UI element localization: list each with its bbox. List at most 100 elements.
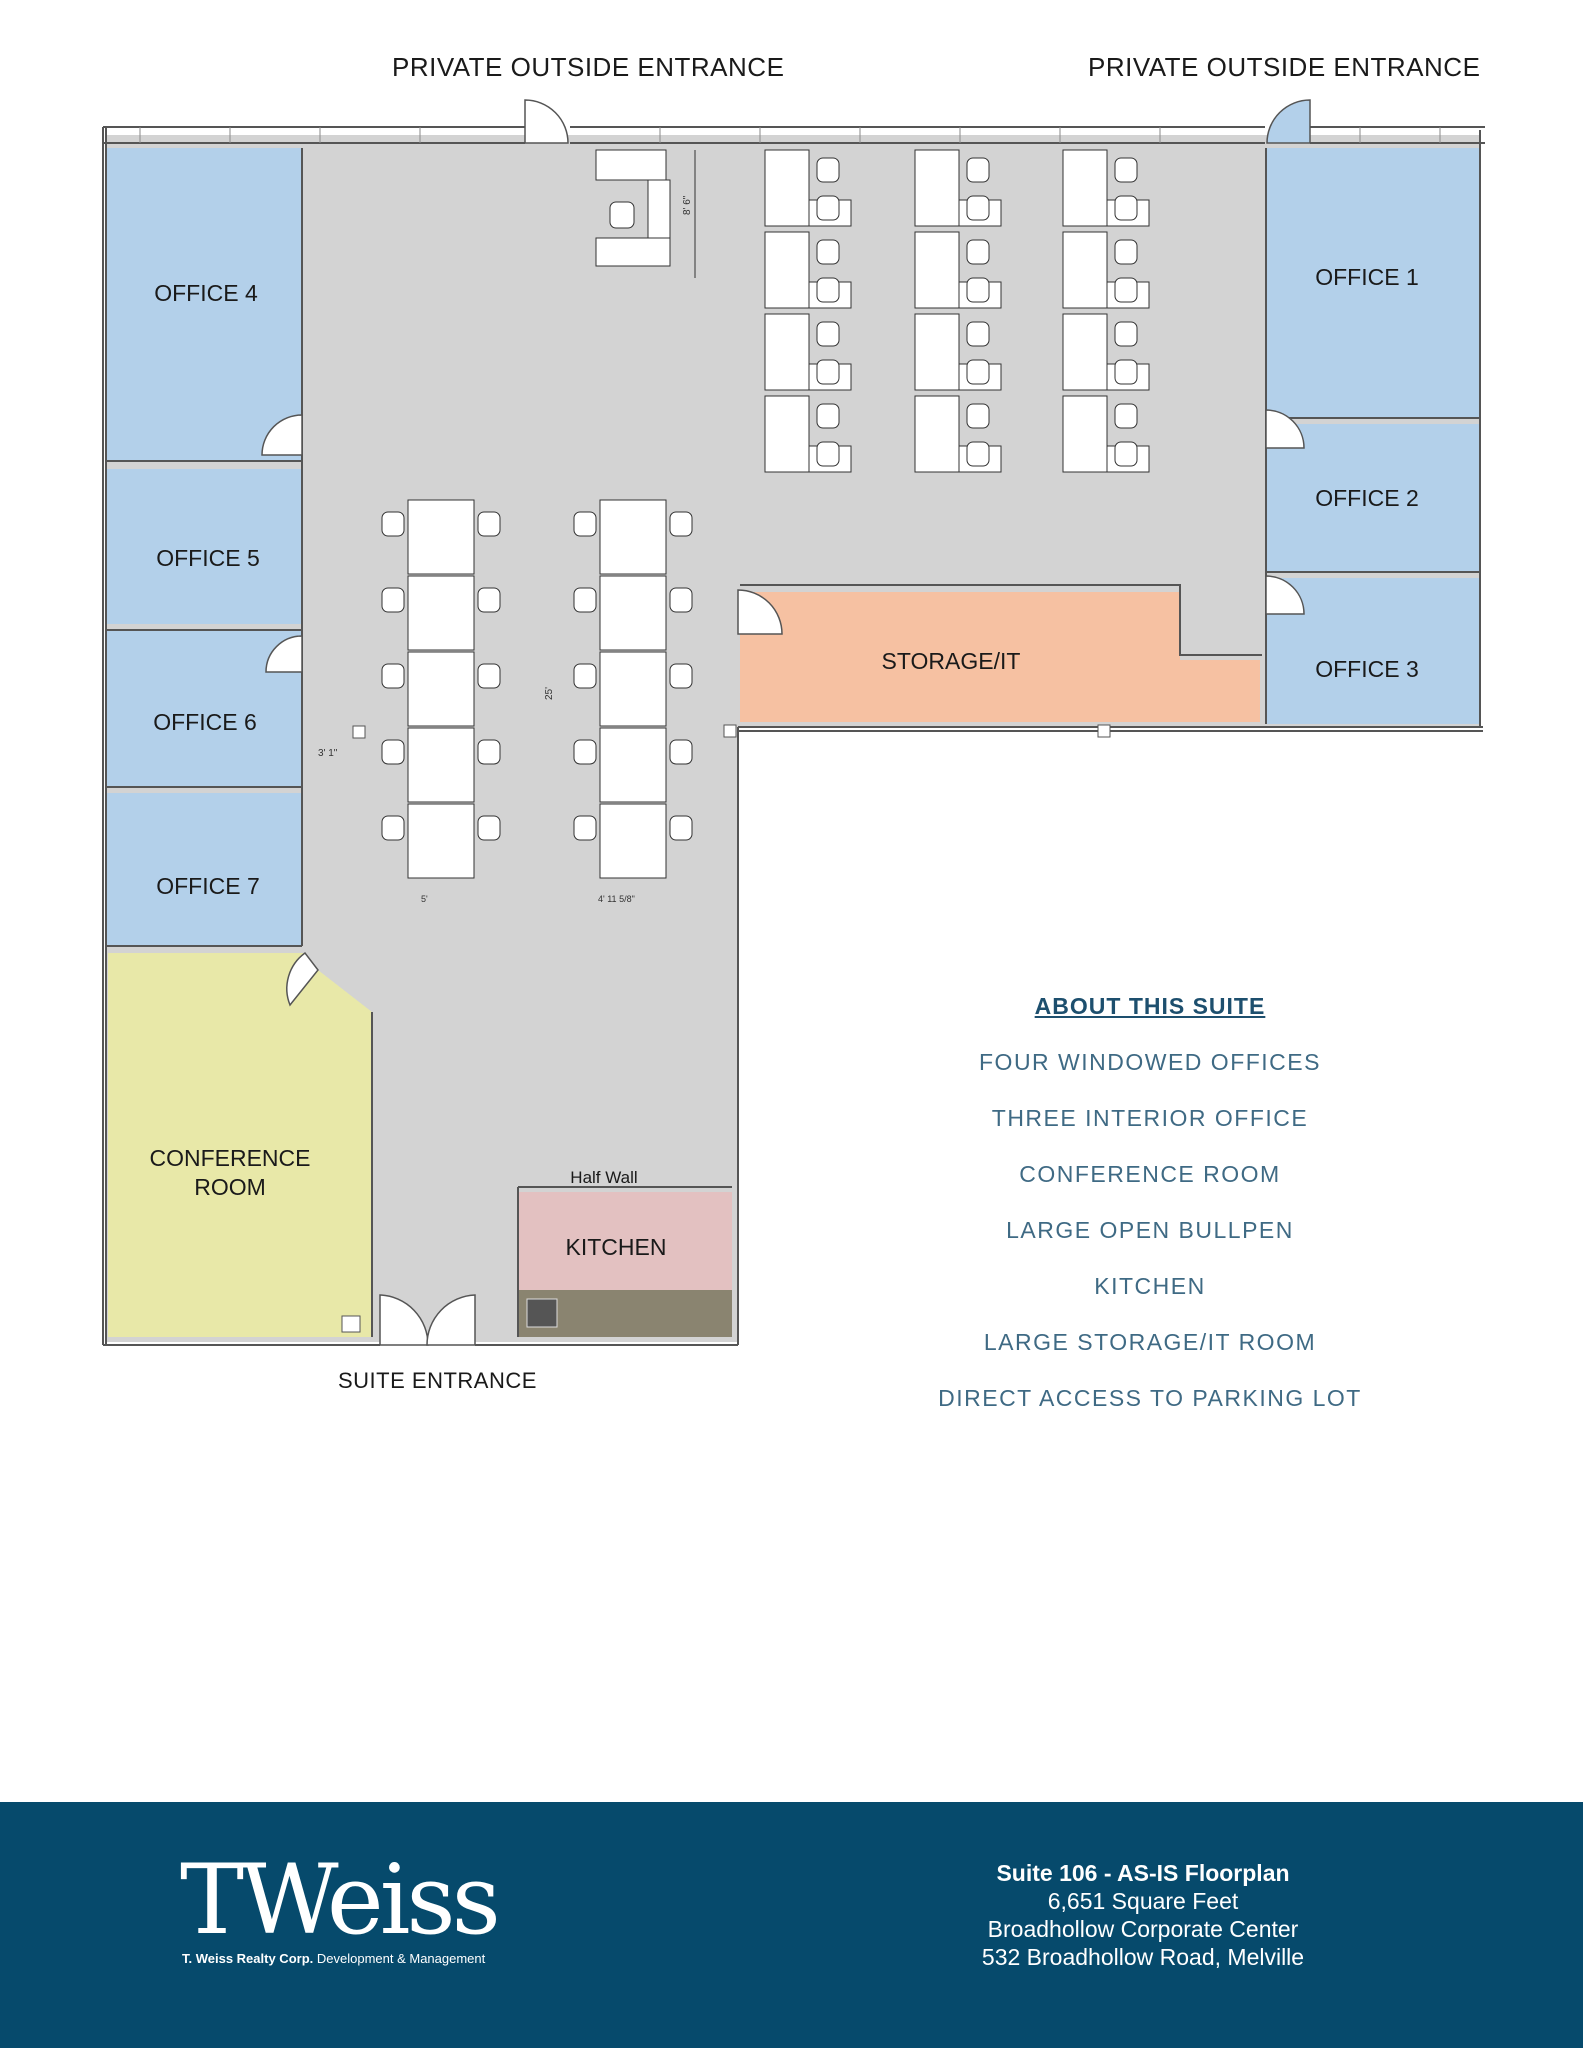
chair-icon <box>381 815 405 841</box>
chair-icon <box>669 815 693 841</box>
chair-icon <box>816 239 840 265</box>
chair-icon <box>966 239 990 265</box>
door-swings <box>261 99 1311 1346</box>
office-1-room <box>1266 148 1479 418</box>
chair-icon <box>573 739 597 765</box>
cubicle-desk <box>1062 231 1108 309</box>
bullpen-floor <box>106 135 1480 1342</box>
bench-desk <box>599 651 667 727</box>
chair-icon <box>1114 277 1138 303</box>
chair-icon <box>966 441 990 467</box>
office-7-label: OFFICE 7 <box>156 873 260 899</box>
about-item: LARGE OPEN BULLPEN <box>1006 1217 1294 1243</box>
chair-icon <box>669 511 693 537</box>
chair-icon <box>966 321 990 347</box>
chair-icon <box>477 815 501 841</box>
office-1-label: OFFICE 1 <box>1315 264 1419 290</box>
chair-icon <box>573 815 597 841</box>
office-3-label: OFFICE 3 <box>1315 656 1419 682</box>
private-entrance-right-label: PRIVATE OUTSIDE ENTRANCE <box>1088 52 1481 82</box>
conference-label-line1: CONFERENCE <box>149 1145 310 1171</box>
chair-icon <box>477 739 501 765</box>
chair-icon <box>477 587 501 613</box>
bench-rows <box>381 499 693 879</box>
chair-icon <box>966 403 990 429</box>
conference-room <box>108 953 372 1337</box>
chair-icon <box>816 157 840 183</box>
bench-desk <box>599 575 667 651</box>
footer-suite-title: Suite 106 - AS-IS Floorplan <box>996 1860 1290 1886</box>
electrical-panel-icon-3 <box>341 1315 361 1333</box>
chair-icon <box>381 587 405 613</box>
sink-icon <box>526 1298 558 1328</box>
chair-icon <box>573 511 597 537</box>
conference-label-line2: ROOM <box>194 1174 266 1200</box>
chair-icon <box>669 663 693 689</box>
walls <box>102 126 1485 1346</box>
dim-bullpen-length: 25' <box>544 687 555 700</box>
bench-desk <box>407 651 475 727</box>
cubicle-desk <box>914 231 960 309</box>
chair-icon <box>966 277 990 303</box>
chair-icon <box>966 359 990 385</box>
cubicle-desk <box>764 313 810 391</box>
footer-address: 532 Broadhollow Road, Melville <box>981 1944 1305 1970</box>
top-desk-cluster <box>595 149 696 278</box>
cubicle-desk <box>1062 313 1108 391</box>
office-6-label: OFFICE 6 <box>153 709 257 735</box>
chair-icon <box>1114 195 1138 221</box>
kitchen-label: KITCHEN <box>566 1234 667 1260</box>
chair-icon <box>477 511 501 537</box>
chair-icon <box>573 663 597 689</box>
bench-desk <box>599 727 667 803</box>
office-5-room <box>106 469 302 624</box>
chair-icon <box>1114 359 1138 385</box>
bench-desk <box>407 499 475 575</box>
chair-icon <box>669 739 693 765</box>
tweiss-logo: TWeiss <box>180 1844 501 1956</box>
chair-icon <box>816 403 840 429</box>
dim-top-cluster: 8' 6" <box>682 195 693 215</box>
chair-icon <box>1114 321 1138 347</box>
logo-tagline: Development & Management <box>316 1951 486 1966</box>
chair-icon <box>816 277 840 303</box>
chair-icon <box>1114 157 1138 183</box>
chair-icon <box>573 587 597 613</box>
chair-icon <box>1114 441 1138 467</box>
chair-icon <box>816 441 840 467</box>
chair-icon <box>816 359 840 385</box>
footer-center-name: Broadhollow Corporate Center <box>987 1916 1299 1942</box>
electrical-panel-icon <box>723 724 737 738</box>
suite-entrance-label: SUITE ENTRANCE <box>338 1368 537 1393</box>
office-4-room <box>106 148 302 461</box>
office-7-room <box>106 793 302 946</box>
bench-desk <box>407 575 475 651</box>
chair-icon <box>381 739 405 765</box>
chair-icon <box>669 587 693 613</box>
office-4-label: OFFICE 4 <box>154 280 258 306</box>
chair-icon <box>477 663 501 689</box>
cubicle-rows <box>764 149 1150 473</box>
cubicle-desk <box>914 395 960 473</box>
cubicle-desk <box>764 149 810 227</box>
about-item: DIRECT ACCESS TO PARKING LOT <box>938 1385 1362 1411</box>
cubicle-desk <box>764 231 810 309</box>
about-item: THREE INTERIOR OFFICE <box>991 1105 1309 1131</box>
bench-desk <box>407 803 475 879</box>
footer-bar <box>0 1802 1583 2048</box>
private-entrance-left-label: PRIVATE OUTSIDE ENTRANCE <box>392 52 785 82</box>
floor-plan: 8' 6" 25' 3' 1" 5' 4' 11 5/8" OFFICE 4 O… <box>102 99 1485 1346</box>
cubicle-desk <box>1062 149 1108 227</box>
bench-desk <box>599 499 667 575</box>
window-mullions <box>139 127 1441 143</box>
storage-it-room <box>740 592 1260 722</box>
logo-subtitle: T. Weiss Realty Corp. Development & Mana… <box>182 1951 485 1966</box>
office-2-label: OFFICE 2 <box>1315 485 1419 511</box>
about-suite-title: ABOUT THIS SUITE <box>1034 993 1266 1019</box>
about-item: KITCHEN <box>1094 1273 1206 1299</box>
cubicle-desk <box>914 149 960 227</box>
chair-icon <box>381 511 405 537</box>
office-5-label: OFFICE 5 <box>156 545 260 571</box>
chair-icon <box>816 321 840 347</box>
footer-square-feet: 6,651 Square Feet <box>1047 1888 1239 1914</box>
